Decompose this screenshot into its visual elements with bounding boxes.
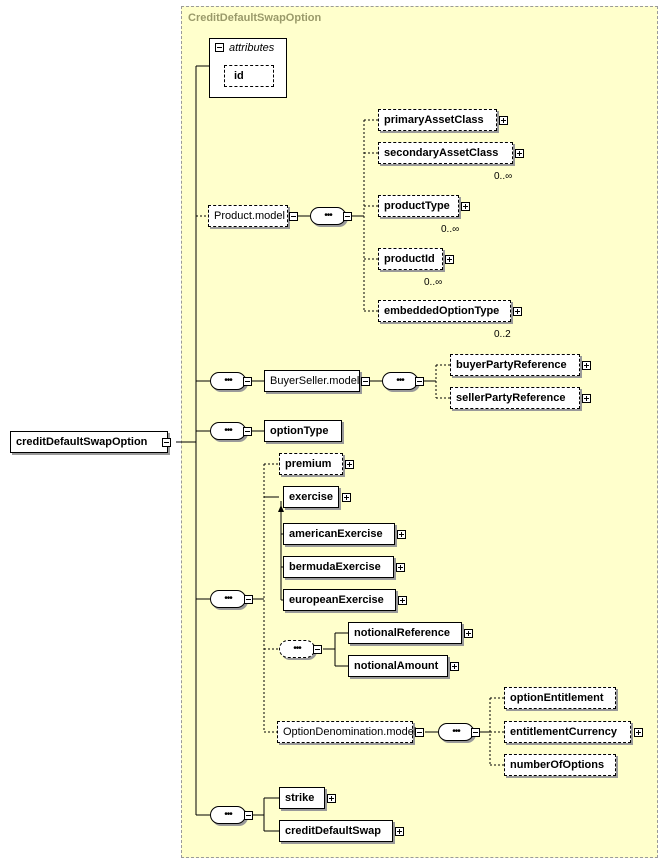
element-label: numberOfOptions [510,759,605,771]
element-label: primaryAssetClass [384,114,484,126]
element-option-type[interactable]: optionType [264,420,342,442]
element-label: productId [384,253,435,265]
expand-seller-party-reference-icon[interactable] [582,394,591,403]
sequence-option-denomination[interactable] [438,723,474,741]
element-notional-amount[interactable]: notionalAmount [348,655,448,677]
sequence-buyer-seller-inner[interactable] [382,372,418,390]
cardinality-label: 0..∞ [494,171,513,182]
collapse-sequence-icon[interactable] [343,212,352,221]
element-bermuda-exercise[interactable]: bermudaExercise [283,556,394,578]
element-label: secondaryAssetClass [384,147,499,159]
collapse-product-model-icon[interactable] [289,212,298,221]
element-label: productType [384,200,450,212]
group-buyer-seller-model[interactable]: BuyerSeller.model [264,370,360,392]
expand-primary-asset-class-icon[interactable] [499,116,508,125]
collapse-sequence-icon[interactable] [244,811,253,820]
attributes-label: attributes [229,42,275,54]
expand-embedded-option-type-icon[interactable] [513,307,522,316]
element-label: notionalAmount [354,660,439,672]
element-credit-default-swap[interactable]: creditDefaultSwap [279,820,393,842]
expand-entitlement-currency-icon[interactable] [634,728,643,737]
element-primary-asset-class[interactable]: primaryAssetClass [378,109,497,131]
expand-exercise-icon[interactable] [342,493,351,502]
element-label: optionEntitlement [510,692,604,704]
element-american-exercise[interactable]: americanExercise [283,523,395,545]
group-product-model[interactable]: Product.model [208,205,288,227]
element-label: creditDefaultSwap [285,825,381,837]
attribute-id[interactable]: id [224,65,274,87]
container-title: CreditDefaultSwapOption [188,12,322,24]
expand-notional-reference-icon[interactable] [464,629,473,638]
collapse-buyer-seller-icon[interactable] [361,377,370,386]
element-product-type[interactable]: productType [378,195,459,217]
element-label: notionalReference [354,627,450,639]
sequence-buyer-seller[interactable] [210,372,246,390]
element-secondary-asset-class[interactable]: secondaryAssetClass [378,142,513,164]
collapse-sequence-icon[interactable] [244,595,253,604]
group-label: BuyerSeller.model [270,375,360,387]
element-european-exercise[interactable]: europeanExercise [283,589,396,611]
element-label: bermudaExercise [289,561,381,573]
expand-product-type-icon[interactable] [461,202,470,211]
sequence-main[interactable] [210,590,246,608]
element-option-entitlement[interactable]: optionEntitlement [504,687,616,709]
element-label: entitlementCurrency [510,726,617,738]
sequence-strike[interactable] [210,806,246,824]
group-label: OptionDenomination.model [283,726,417,738]
expand-credit-default-swap-icon[interactable] [395,827,404,836]
cardinality-label: 0..∞ [441,224,460,235]
element-label: exercise [289,491,334,503]
collapse-attributes-icon[interactable] [215,43,224,52]
sequence-option-type[interactable] [210,422,246,440]
collapse-choice-icon[interactable] [313,645,322,654]
group-option-denomination-model[interactable]: OptionDenomination.model [277,721,417,743]
element-label: europeanExercise [289,594,384,606]
element-label: buyerPartyReference [456,359,567,371]
sequence-product-model[interactable] [310,207,346,225]
element-notional-reference[interactable]: notionalReference [348,622,462,644]
collapse-sequence-icon[interactable] [243,377,252,386]
collapse-root-icon[interactable] [162,438,171,447]
element-label: premium [285,458,332,470]
expand-strike-icon[interactable] [327,794,336,803]
expand-american-exercise-icon[interactable] [397,530,406,539]
element-label: sellerPartyReference [456,392,566,404]
element-label: americanExercise [289,528,383,540]
element-label: optionType [270,425,329,437]
expand-bermuda-exercise-icon[interactable] [396,563,405,572]
element-strike[interactable]: strike [279,787,325,809]
expand-secondary-asset-class-icon[interactable] [515,149,524,158]
cardinality-label: 0..2 [494,329,511,340]
expand-buyer-party-reference-icon[interactable] [582,361,591,370]
element-number-of-options[interactable]: numberOfOptions [504,754,616,776]
cardinality-label: 0..∞ [424,277,443,288]
element-label: strike [285,792,315,804]
expand-notional-amount-icon[interactable] [450,662,459,671]
element-exercise[interactable]: exercise [283,486,339,508]
element-entitlement-currency[interactable]: entitlementCurrency [504,721,631,743]
element-buyer-party-reference[interactable]: buyerPartyReference [450,354,580,376]
choice-notional[interactable] [279,640,315,658]
element-product-id[interactable]: productId [378,248,443,270]
root-element[interactable]: creditDefaultSwapOption [10,431,168,453]
collapse-sequence-icon[interactable] [243,427,252,436]
collapse-option-denomination-icon[interactable] [415,728,424,737]
element-embedded-option-type[interactable]: embeddedOptionType [378,300,511,322]
collapse-sequence-icon[interactable] [415,377,424,386]
collapse-sequence-icon[interactable] [471,728,480,737]
element-label: embeddedOptionType [384,305,500,317]
root-element-label: creditDefaultSwapOption [16,436,148,448]
expand-premium-icon[interactable] [345,460,354,469]
element-premium[interactable]: premium [279,453,343,475]
group-product-model-label: Product.model [214,210,285,222]
expand-product-id-icon[interactable] [445,255,454,264]
element-seller-party-reference[interactable]: sellerPartyReference [450,387,580,409]
expand-european-exercise-icon[interactable] [398,596,407,605]
